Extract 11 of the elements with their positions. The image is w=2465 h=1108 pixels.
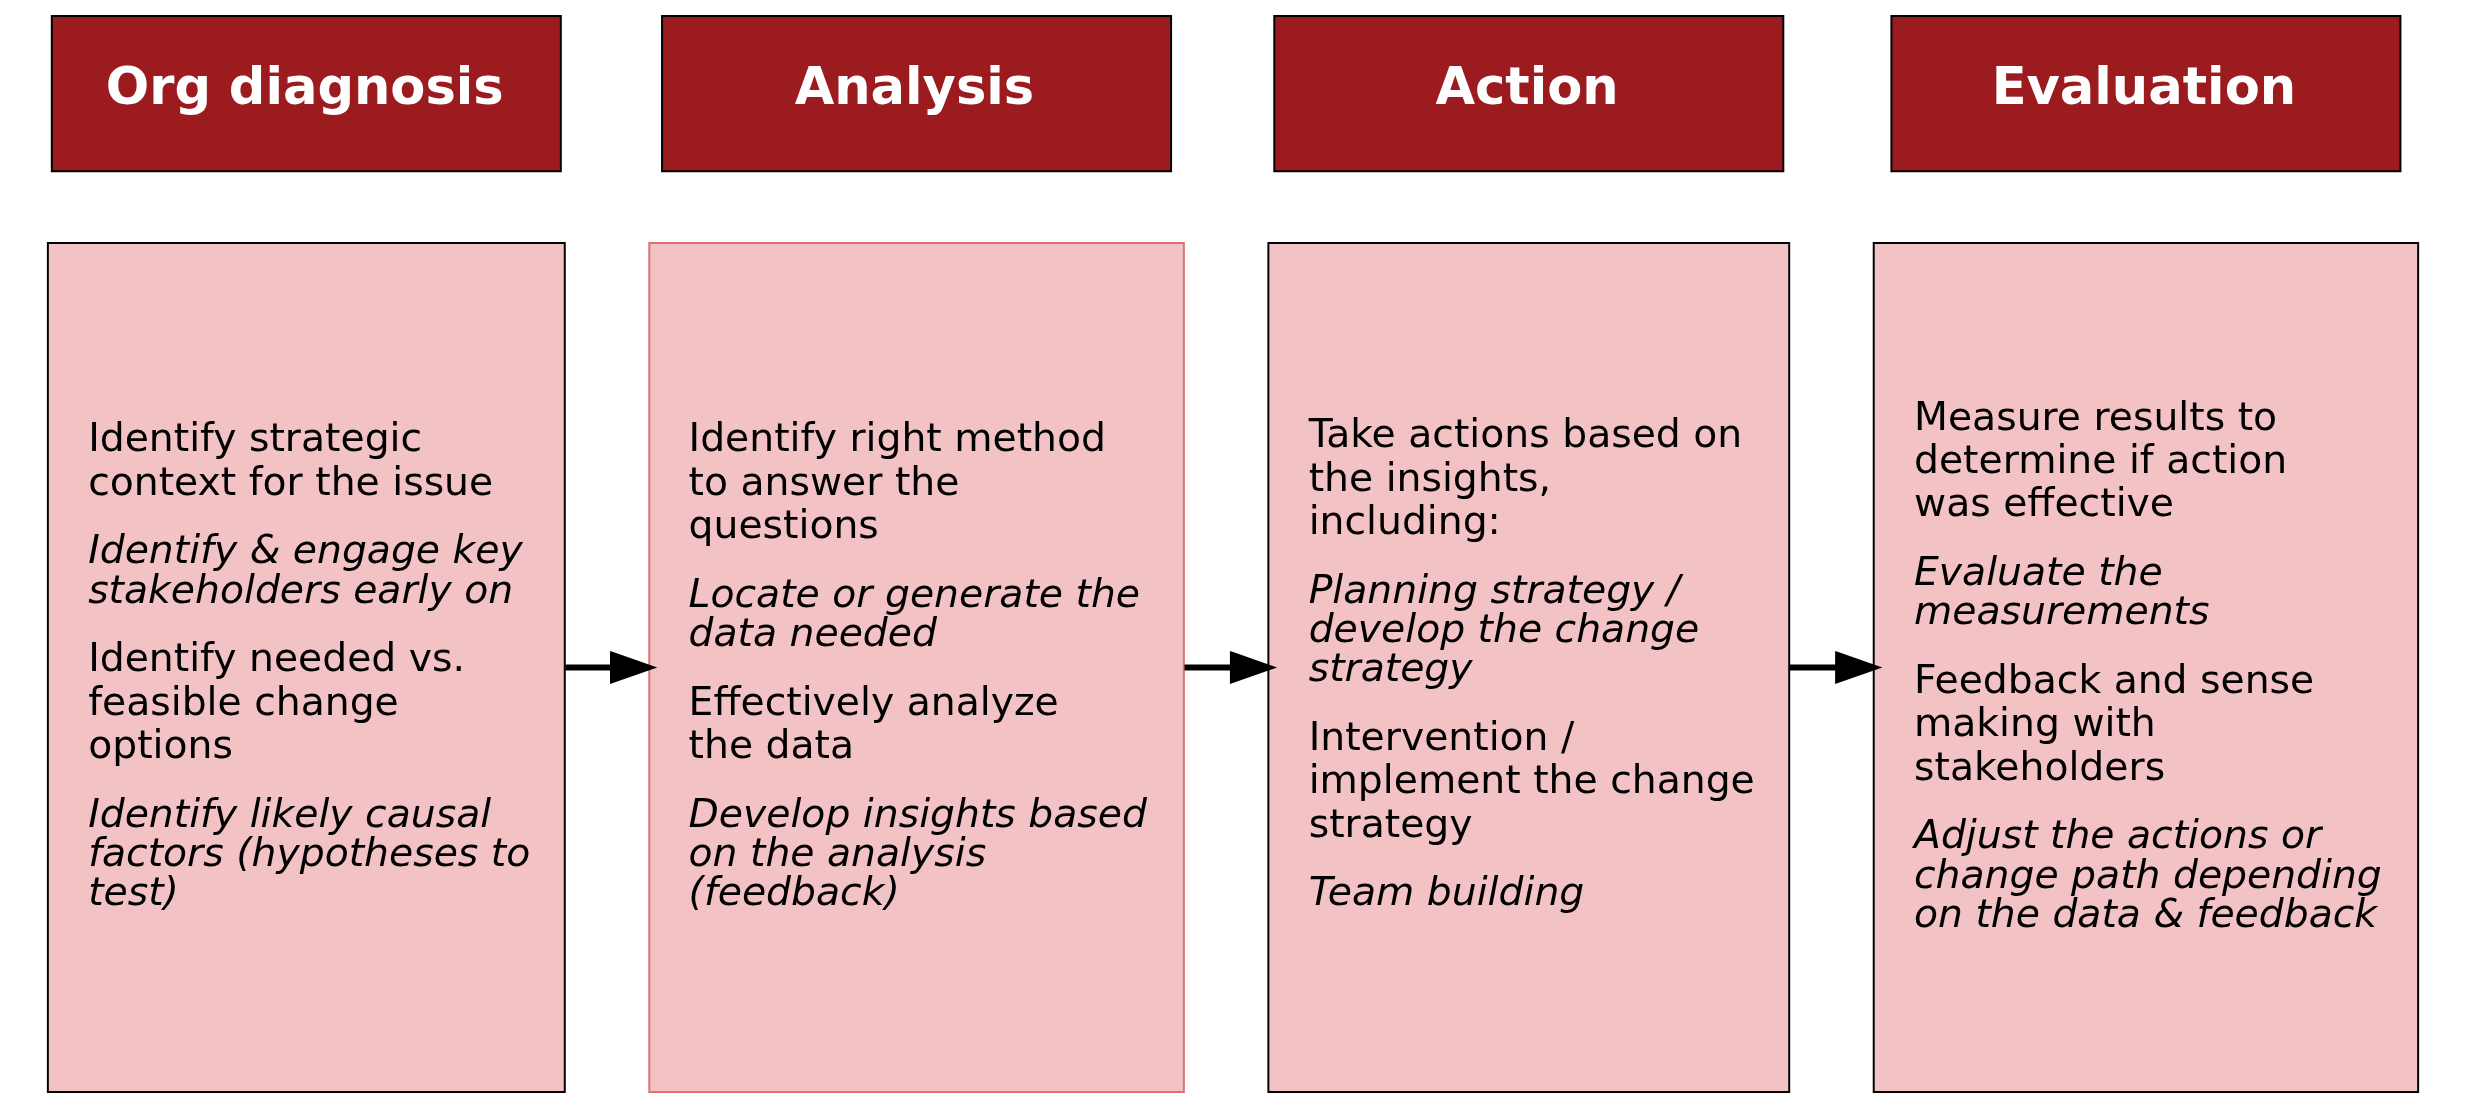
arrow xyxy=(1789,650,1882,685)
node-box: Take actions based on the insights, including: Planning strategy / develop the change strategy Intervention / implement the change strategy Team building xyxy=(1266,242,1790,1093)
node-box: Analysis xyxy=(660,15,1172,173)
node-box: Evaluation xyxy=(1889,15,2401,173)
node-box: Action xyxy=(1272,15,1784,173)
node-box: Org diagnosis xyxy=(50,15,562,173)
node-box: Identify strategic context for the issue Identify & engage key stakeholders early on Identify needed vs. feasible change options Identify likely causal factors (hypotheses to test) xyxy=(46,242,566,1093)
arrow xyxy=(1183,650,1277,685)
node-box: Identify right method to answer the questions Locate or generate the data needed Effectively analyze the data Develop insights based on the analysis (feedback) xyxy=(647,242,1185,1093)
node-box: Measure results to determine if action was effective Evaluate the measurements Feedback and sense making with stakeholders Adjust the actions or change path depending on the data & feedback xyxy=(1872,242,2419,1093)
arrow xyxy=(564,650,657,685)
